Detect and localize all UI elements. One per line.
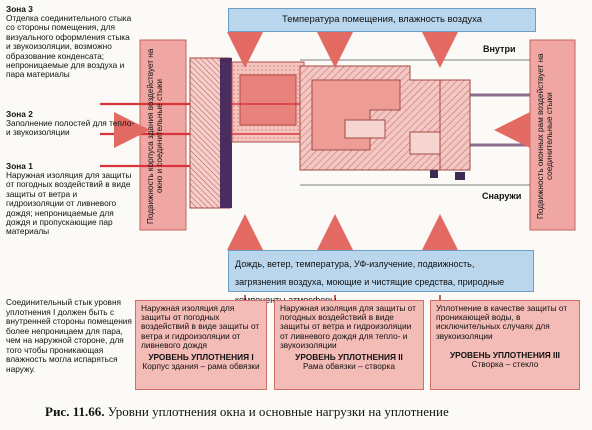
zone-1: Зона 1 Наружная изоляция для защиты от п…	[6, 162, 134, 237]
zone-1-title: Зона 1	[6, 161, 33, 171]
zone-3-text: Отделка соединительного стыка со стороны…	[6, 13, 132, 80]
level-1-box: Наружная изоляция для защиты от погодных…	[135, 300, 267, 390]
level-3-box: Уплотнение в качестве защиты от проникаю…	[430, 300, 580, 390]
top-load-box: Температура помещения, влажность воздуха	[228, 8, 536, 32]
caption-fig: Рис. 11.66.	[45, 404, 105, 419]
right-mobility-box	[529, 39, 576, 231]
left-vertical-label: Подвижность корпуса здания воздействует …	[146, 48, 165, 224]
right-vertical-label: Подвижность оконных рам воздействует на …	[536, 53, 555, 219]
level-1-text: Наружная изоляция для защиты от погодных…	[141, 303, 260, 350]
level-3-sub: Створка – стекло	[471, 359, 539, 370]
zone-2: Зона 2 Заполнение полостей для тепло- и …	[6, 110, 136, 138]
inside-label: Внутри	[483, 44, 516, 54]
top-load-label: Температура помещения, влажность воздуха	[281, 14, 483, 26]
zone-3-title: Зона 3	[6, 4, 33, 14]
caption-text: Уровни уплотнения окна и основные нагруз…	[107, 404, 449, 419]
level-1-title: УРОВЕНЬ УПЛОТНЕНИЯ I	[148, 352, 254, 363]
bottom-load-box: Дождь, ветер, температура, УФ-излучение,…	[228, 250, 534, 305]
level-2-text: Наружная изоляция для защиты от погодных…	[280, 303, 416, 350]
level-3-text: Уплотнение в качестве защиты от проникаю…	[436, 303, 568, 341]
zone-3: Зона 3 Отделка соединительного стыка со …	[6, 5, 136, 80]
glass-unit	[439, 79, 471, 171]
figure-caption: Рис. 11.66. Уровни уплотнения окна и осн…	[45, 404, 585, 420]
level-1-sub: Корпус здания – рама обвязки	[142, 361, 260, 372]
zone-2-text: Заполнение полостей для тепло- и звукоиз…	[6, 118, 135, 138]
window-sash	[311, 79, 401, 151]
level-3-title: УРОВЕНЬ УПЛОТНЕНИЯ III	[450, 349, 560, 360]
zone-1-text: Наружная изоляция для защиты от погодных…	[6, 170, 132, 237]
outside-label: Снаружи	[482, 191, 522, 201]
level-2-sub: Рама обвязки – створка	[303, 361, 395, 372]
level-2-box: Наружная изоляция для защиты от погодных…	[274, 300, 424, 390]
dark-strip	[220, 58, 232, 208]
zone-2-title: Зона 2	[6, 109, 33, 119]
note-text: Соединительный стык уровня уплотнения I …	[6, 297, 132, 374]
level-2-title: УРОВЕНЬ УПЛОТНЕНИЯ II	[295, 352, 403, 363]
